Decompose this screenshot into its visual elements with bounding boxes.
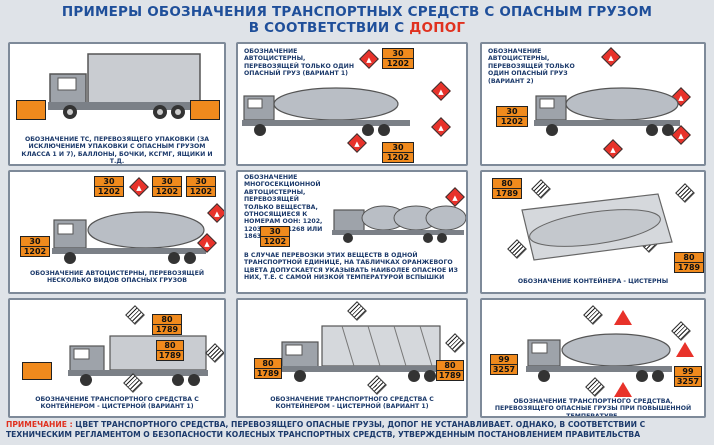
panel-vehicle-container-tank-2: 80 1789 80 1789 ОБОЗНАЧЕНИЕ ТРАНСПОРТНОГ… (236, 298, 468, 418)
box-truck-illustration (48, 53, 202, 119)
hazard-plate: 30 1202 (496, 106, 528, 127)
hazard-id: 30 (29, 237, 41, 246)
hot-temperature-triangle-icon (676, 342, 694, 357)
caption: ОБОЗНАЧЕНИЕ ТС, ПЕРЕВОЗЯЩЕГО УПАКОВКИ (З… (21, 136, 213, 166)
page-subtitle: В СООТВЕТСТВИИ С ДОПОГ (0, 20, 714, 36)
caption: ОБОЗНАЧЕНИЕ АВТОЦИСТЕРНЫ, ПЕРЕВОЗЯЩЕЙ НЕ… (30, 270, 204, 285)
hazard-id: 30 (161, 177, 173, 186)
un-number: 1789 (493, 188, 521, 198)
hazard-id: 30 (269, 227, 281, 236)
un-number: 1202 (261, 236, 289, 246)
hazard-id: 30 (103, 177, 115, 186)
un-number: 1202 (153, 186, 181, 196)
tanker-illustration (526, 333, 672, 382)
hazard-plate: 80 1789 (156, 340, 184, 361)
hazard-plate: 80 1789 (152, 314, 182, 335)
hazard-plate: 30 1202 (382, 142, 414, 163)
un-number: 1202 (187, 186, 215, 196)
caption: ОБОЗНАЧЕНИЕ ТРАНСПОРТНОГО СРЕДСТВА С КОН… (35, 396, 199, 411)
caption: ОБОЗНАЧЕНИЕ ТРАНСПОРТНОГО СРЕДСТВА С КОН… (270, 396, 434, 411)
caption: ОБОЗНАЧЕНИЕ КОНТЕЙНЕРА - ЦИСТЕРНЫ (517, 278, 669, 285)
hazard-id: 80 (164, 341, 176, 350)
container-tank-illustration (521, 193, 673, 261)
hazard-id: 80 (444, 361, 456, 370)
tanker-illustration (534, 87, 680, 136)
hazard-plate: 80 1789 (436, 360, 464, 381)
hazard-id: 30 (506, 107, 518, 116)
un-number: 3257 (675, 376, 701, 386)
hazard-plate: 30 1202 (152, 176, 182, 197)
hazard-plate: 30 1202 (260, 226, 290, 247)
hot-temperature-triangle-icon (614, 382, 632, 397)
multi-section-tanker-illustration (332, 205, 466, 243)
un-number: 3257 (491, 364, 517, 374)
panel-box-truck: ОБОЗНАЧЕНИЕ ТС, ПЕРЕВОЗЯЩЕГО УПАКОВКИ (З… (8, 42, 226, 166)
caption: ОБОЗНАЧЕНИЕ АВТОЦИСТЕРНЫ, ПЕРЕВОЗЯЩЕЙ ТО… (488, 48, 575, 85)
un-number: 1202 (497, 116, 527, 126)
hazard-plate: 80 1789 (492, 178, 522, 199)
subtitle-accent: ДОПОГ (409, 20, 466, 36)
hazard-id: 30 (392, 143, 404, 152)
hazard-plate: 80 1789 (674, 252, 704, 273)
panel-multi-section-tanker: ОБОЗНАЧЕНИЕ МНОГОСЕКЦИОННОЙ АВТОЦИСТЕРНЫ… (236, 170, 468, 294)
panel-vehicle-container-tank-1: 80 1789 80 1789 ОБОЗНАЧЕНИЕ ТРАНСПОРТНОГ… (8, 298, 226, 418)
un-number: 1202 (21, 246, 49, 256)
hazard-id: 80 (501, 179, 513, 188)
container-vehicle-illustration (280, 325, 444, 382)
hazard-id: 30 (195, 177, 207, 186)
panel-container-tank: 80 1789 80 1789 ОБОЗНАЧЕНИЕ КОНТЕЙНЕРА -… (480, 170, 706, 294)
footnote-text: ЦВЕТ ТРАНСПОРТНОГО СРЕДСТВА, ПЕРЕВОЗЯЩЕГ… (6, 420, 646, 439)
un-number: 1202 (383, 58, 413, 68)
hazard-plate: 30 1202 (20, 236, 50, 257)
un-number: 1789 (153, 324, 181, 334)
panel-tanker-variant-2: ОБОЗНАЧЕНИЕ АВТОЦИСТЕРНЫ, ПЕРЕВОЗЯЩЕЙ ТО… (480, 42, 706, 166)
hot-temperature-triangle-icon (614, 310, 632, 325)
hazard-plate: 99 3257 (490, 354, 518, 375)
hazard-plate: 30 1202 (186, 176, 216, 197)
hazard-id: 99 (498, 355, 510, 364)
hazard-plate: 99 3257 (674, 366, 702, 387)
caption: ОБОЗНАЧЕНИЕ АВТОЦИСТЕРНЫ, ПЕРЕВОЗЯЩЕЙ ТО… (244, 48, 355, 78)
panel-elevated-temperature: 99 3257 99 3257 ОБОЗНАЧЕНИЕ ТРАНСПОРТНОГ… (480, 298, 706, 418)
un-number: 1789 (157, 350, 183, 360)
subtitle-prefix: В СООТВЕТСТВИИ С (248, 20, 405, 36)
hazard-id: 30 (392, 49, 404, 58)
hazard-id: 80 (161, 315, 173, 324)
caption-bottom: В СЛУЧАЕ ПЕРЕВОЗКИ ЭТИХ ВЕЩЕСТВ В ОДНОЙ … (244, 252, 458, 282)
hazard-id: 80 (262, 359, 274, 368)
panel-tanker-variant-1: ОБОЗНАЧЕНИЕ АВТОЦИСТЕРНЫ, ПЕРЕВОЗЯЩЕЙ ТО… (236, 42, 468, 166)
hazard-plate: 30 1202 (94, 176, 124, 197)
un-number: 1789 (437, 370, 463, 380)
tanker-illustration (52, 211, 206, 264)
footnote: ПРИМЕЧАНИЕ : ЦВЕТ ТРАНСПОРТНОГО СРЕДСТВА… (6, 420, 708, 440)
hazard-id: 99 (682, 367, 694, 376)
hazard-plate: 30 1202 (382, 48, 414, 69)
un-number: 1202 (383, 152, 413, 162)
orange-plate-front (22, 362, 52, 380)
caption: ОБОЗНАЧЕНИЕ ТРАНСПОРТНОГО СРЕДСТВА, ПЕРЕ… (494, 398, 692, 418)
page-title: ПРИМЕРЫ ОБОЗНАЧЕНИЯ ТРАНСПОРТНЫХ СРЕДСТВ… (61, 4, 653, 20)
un-number: 1789 (675, 262, 703, 272)
panel-tanker-multiple-goods: 30 1202 ▲ 30 1202 30 1202 ▲ 30 1202 ▲ ОБ… (8, 170, 226, 294)
tanker-illustration (242, 87, 410, 136)
hazard-plate: 80 1789 (254, 358, 282, 379)
un-number: 1202 (95, 186, 123, 196)
footnote-label: ПРИМЕЧАНИЕ : (6, 420, 73, 429)
hazard-id: 80 (683, 253, 695, 262)
orange-plate-front (16, 100, 46, 120)
orange-plate-rear (190, 100, 220, 120)
un-number: 1789 (255, 368, 281, 378)
